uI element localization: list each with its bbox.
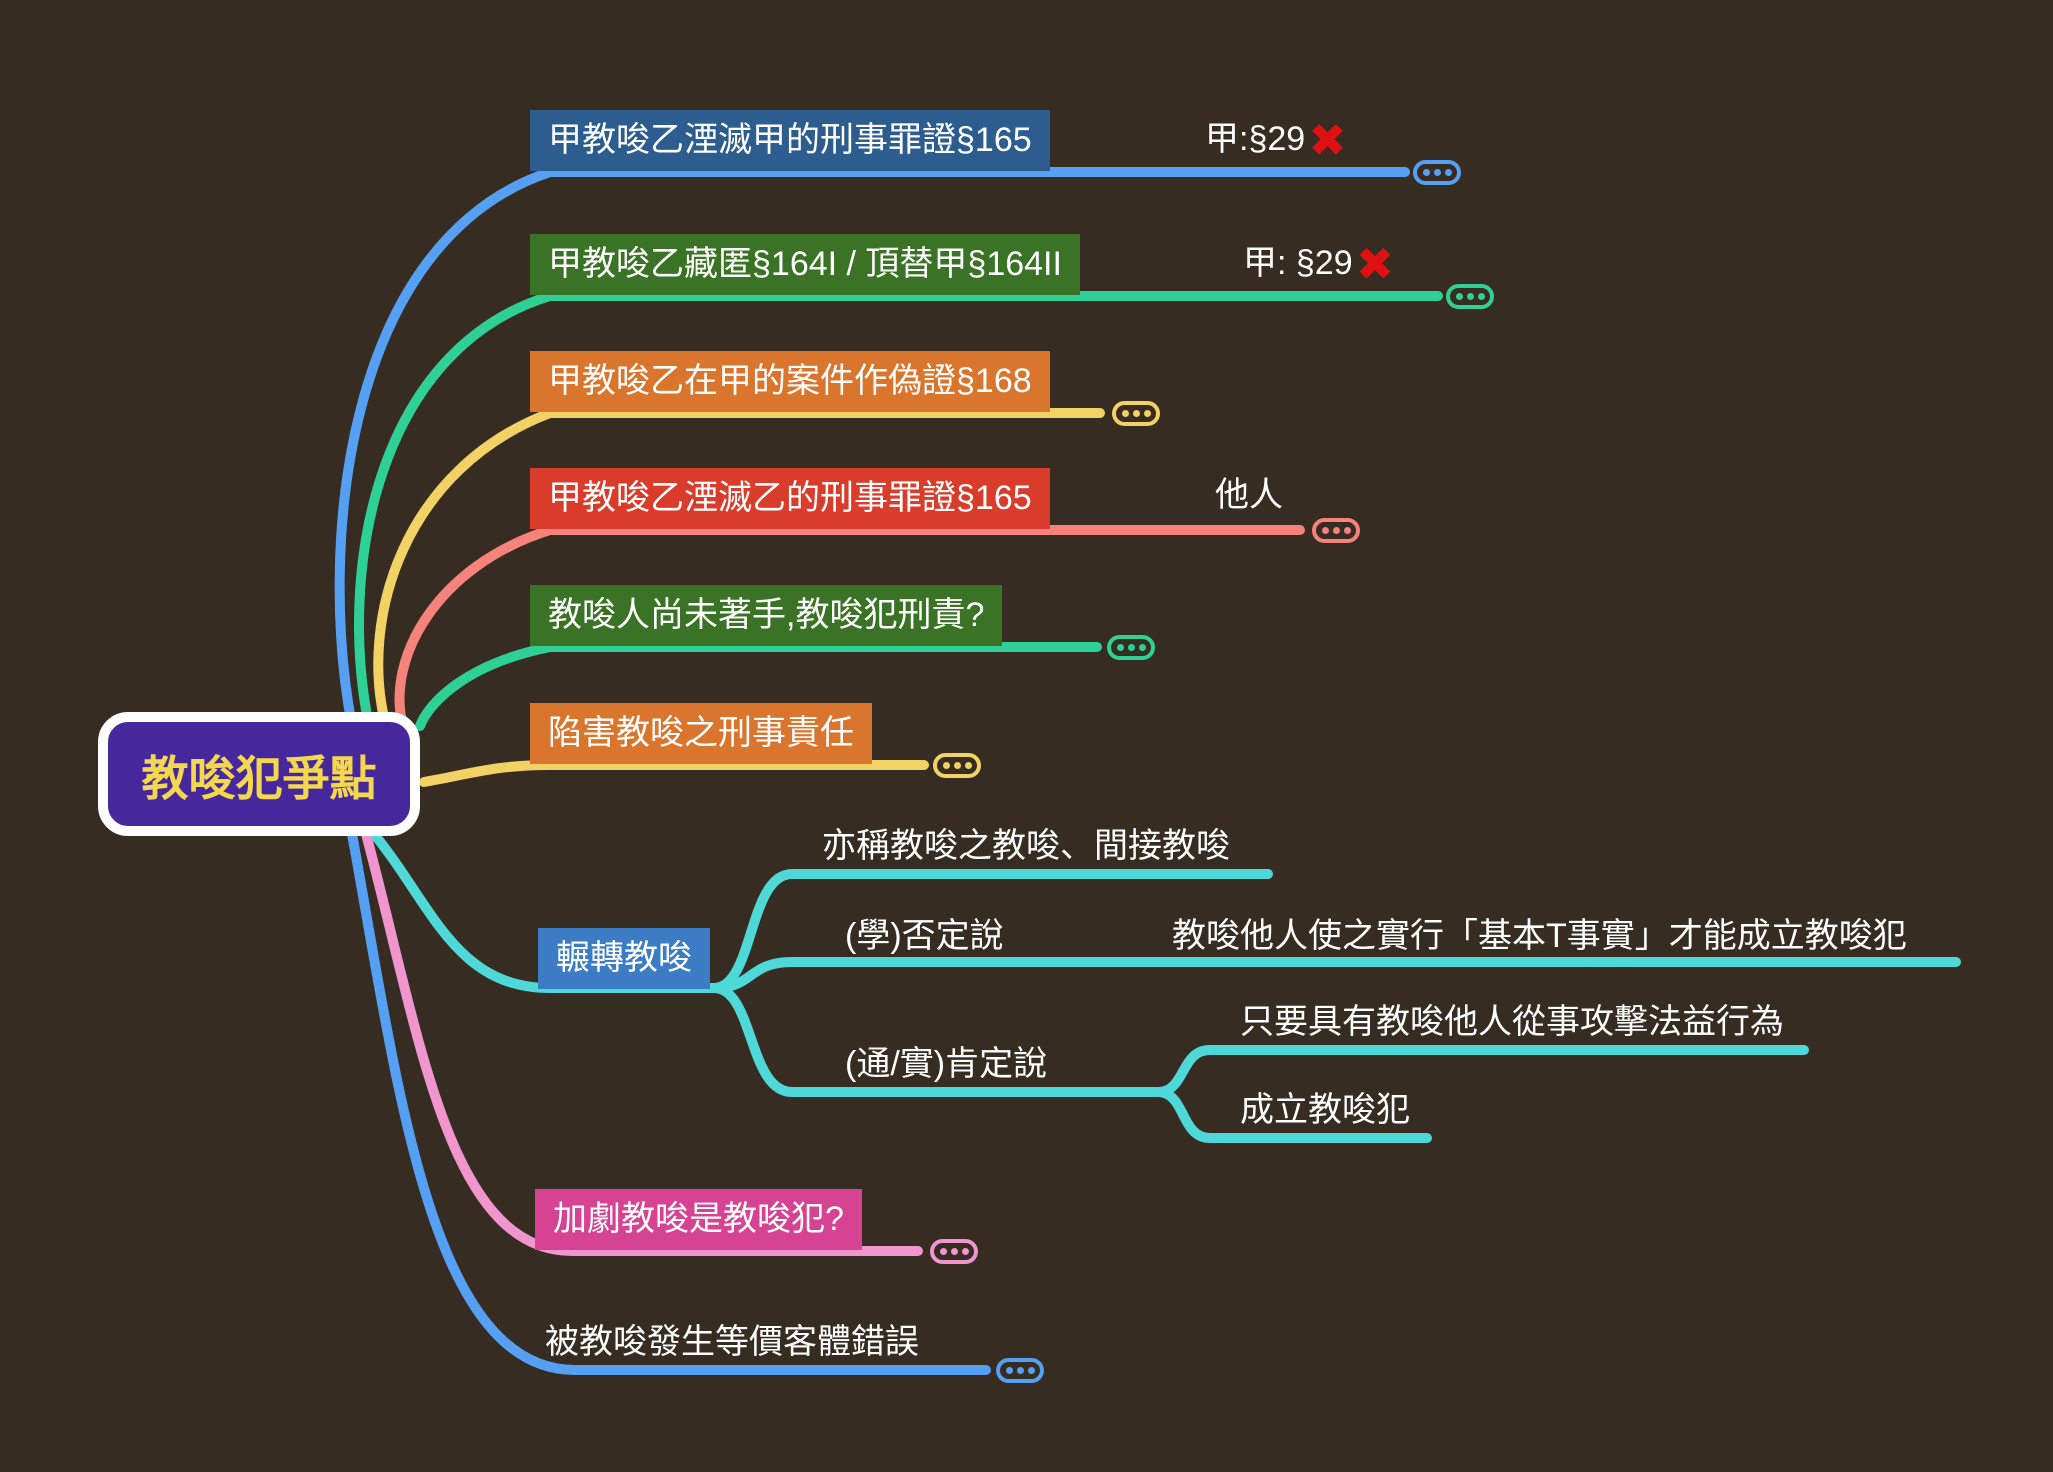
ellipsis-dots xyxy=(1132,410,1140,417)
connector-branch2 xyxy=(354,291,1443,731)
note-branch1-text: 甲:§29 xyxy=(1205,120,1306,158)
topic-branch6[interactable]: 陷害教唆之刑事責任 xyxy=(530,703,872,764)
topic-branch7-positive-detail1[interactable]: 只要具有教唆他人從事攻擊法益行為 xyxy=(1240,1003,1784,1041)
ellipsis-icon[interactable] xyxy=(1112,401,1160,426)
topic-branch7-positive-detail2[interactable]: 成立教唆犯 xyxy=(1240,1091,1410,1129)
ellipsis-icon[interactable] xyxy=(996,1358,1044,1383)
ellipsis-icon[interactable] xyxy=(1413,160,1461,185)
topic-branch7-negative[interactable]: (學)否定說 xyxy=(845,917,1004,955)
note-branch4[interactable]: 他人 xyxy=(1215,476,1283,514)
topic-branch7-negative-detail[interactable]: 教唆他人使之實行「基本T事實」才能成立教唆犯 xyxy=(1172,917,1907,955)
ellipsis-dots xyxy=(1016,1367,1024,1374)
note-branch1[interactable]: 甲:§29✖ xyxy=(1205,117,1347,163)
red-cross-icon: ✖ xyxy=(1308,114,1347,166)
topic-branch4[interactable]: 甲教唆乙湮滅乙的刑事罪證§165 xyxy=(530,468,1050,529)
ellipsis-icon[interactable] xyxy=(1446,284,1494,309)
connector-branch7-positive xyxy=(709,983,1163,1097)
topic-branch7[interactable]: 輾轉教唆 xyxy=(538,928,710,989)
ellipsis-icon[interactable] xyxy=(933,753,981,778)
connector-branch4 xyxy=(394,525,1305,731)
topic-branch8[interactable]: 加劇教唆是教唆犯? xyxy=(535,1189,862,1250)
ellipsis-dots xyxy=(950,1248,958,1255)
topic-branch9[interactable]: 被教唆發生等價客體錯誤 xyxy=(545,1323,919,1361)
central-topic[interactable]: 教唆犯爭點 xyxy=(98,712,420,836)
topic-branch1[interactable]: 甲教唆乙湮滅甲的刑事罪證§165 xyxy=(530,110,1050,171)
connector-branch1 xyxy=(334,167,1410,731)
connector-branch7-positive-detail2 xyxy=(1153,1087,1432,1143)
connector-branch9 xyxy=(347,829,991,1375)
ellipsis-icon[interactable] xyxy=(930,1239,978,1264)
connector-branch5 xyxy=(415,642,1102,731)
ellipsis-dots xyxy=(1466,293,1474,300)
ellipsis-icon[interactable] xyxy=(1312,518,1360,543)
red-cross-icon: ✖ xyxy=(1355,238,1395,290)
topic-branch3[interactable]: 甲教唆乙在甲的案件作偽證§168 xyxy=(530,351,1050,412)
topic-branch7-positive[interactable]: (通/實)肯定說 xyxy=(845,1045,1048,1083)
connector-branch7-negative xyxy=(709,957,1961,993)
note-branch2[interactable]: 甲: §29✖ xyxy=(1243,241,1394,287)
ellipsis-dots xyxy=(1433,169,1441,176)
topic-branch5[interactable]: 教唆人尚未著手,教唆犯刑責? xyxy=(530,585,1003,646)
topic-branch7-alias[interactable]: 亦稱教唆之教唆、間接教唆 xyxy=(822,827,1230,865)
ellipsis-dots xyxy=(1127,644,1135,651)
ellipsis-icon[interactable] xyxy=(1107,635,1155,660)
topic-branch2[interactable]: 甲教唆乙藏匿§164I / 頂替甲§164II xyxy=(530,234,1080,295)
connector-branch7-positive-detail1 xyxy=(1153,1045,1809,1097)
connector-branch7 xyxy=(369,829,719,993)
note-branch2-text: 甲: §29 xyxy=(1243,244,1353,282)
ellipsis-dots xyxy=(953,762,961,769)
connector-branch3 xyxy=(373,408,1105,731)
connector-branch6 xyxy=(419,760,929,787)
ellipsis-dots xyxy=(1332,527,1340,534)
